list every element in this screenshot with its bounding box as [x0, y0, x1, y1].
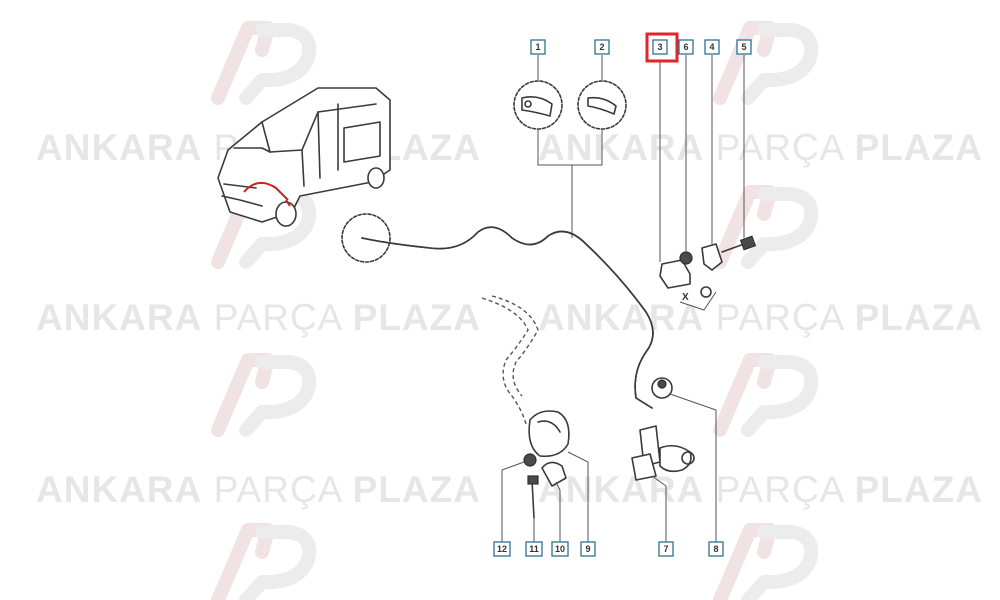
callout-11[interactable]: 11	[525, 541, 543, 557]
callout-8[interactable]: 8	[708, 541, 724, 557]
detail-x-label: X	[682, 292, 689, 303]
watermark-logo	[211, 523, 317, 600]
svg-text:4: 4	[709, 42, 714, 52]
watermark-logo	[713, 21, 819, 105]
svg-text:12: 12	[497, 544, 507, 554]
clamp-assembly	[523, 410, 570, 519]
callout-7[interactable]: 7	[658, 541, 674, 557]
svg-text:2: 2	[599, 42, 604, 52]
watermark-text-row: ANKARA PARÇA PLAZA	[36, 469, 481, 510]
callout-5[interactable]: 5	[736, 39, 752, 55]
watermark-texts: ANKARA PARÇA PLAZA ANKARA PARÇA PLAZA AN…	[36, 127, 983, 510]
clamp-part-10	[541, 461, 567, 487]
callout-4[interactable]: 4	[704, 39, 720, 55]
bracket-leader-1-2	[537, 129, 603, 166]
svg-text:3: 3	[657, 42, 662, 52]
svg-text:10: 10	[555, 544, 565, 554]
svg-text:1: 1	[535, 42, 540, 52]
bush-part-8	[651, 377, 673, 399]
bar-continuation-dashed-2	[491, 295, 539, 397]
callout-10[interactable]: 10	[551, 541, 569, 557]
bolt-part-5	[721, 243, 745, 253]
watermark-logo	[713, 523, 819, 600]
nut-part-12	[523, 453, 537, 467]
watermark-text-row: ANKARA PARÇA PLAZA	[538, 127, 983, 168]
svg-text:9: 9	[585, 544, 590, 554]
callout-12[interactable]: 12	[493, 541, 511, 557]
link-rod-part-7	[631, 425, 695, 481]
callout-3[interactable]: 3	[645, 32, 679, 63]
van-illustration	[217, 87, 391, 227]
watermark-logo	[713, 353, 819, 437]
nut-part-6	[679, 251, 693, 265]
bush-part-9	[528, 410, 570, 458]
watermark-logo	[211, 21, 317, 105]
callout-2[interactable]: 2	[594, 39, 610, 55]
callout-leaders	[501, 55, 745, 542]
svg-text:8: 8	[713, 544, 718, 554]
clamp-part-4	[701, 243, 723, 271]
bar-continuation-dashed	[481, 297, 529, 425]
anti-roll-bar	[341, 213, 654, 409]
watermark-logo	[211, 353, 317, 437]
callout-1[interactable]: 1	[530, 39, 546, 55]
svg-text:6: 6	[683, 42, 688, 52]
svg-text:5: 5	[741, 42, 746, 52]
watermark-text-row: ANKARA PARÇA PLAZA	[538, 469, 983, 510]
svg-text:7: 7	[663, 544, 668, 554]
callout-6[interactable]: 6	[678, 39, 694, 55]
svg-text:11: 11	[529, 544, 539, 554]
detail-circle-part-1	[513, 80, 563, 130]
watermark-text-row: ANKARA PARÇA PLAZA	[538, 297, 983, 338]
callout-3-highlight	[645, 32, 679, 63]
detail-circle-part-2	[577, 80, 627, 130]
watermark-logo	[713, 185, 819, 269]
bolt-part-11	[531, 479, 535, 519]
callout-9[interactable]: 9	[580, 541, 596, 557]
watermark-text-row: ANKARA PARÇA PLAZA	[36, 297, 481, 338]
bracket-assembly	[659, 235, 757, 311]
